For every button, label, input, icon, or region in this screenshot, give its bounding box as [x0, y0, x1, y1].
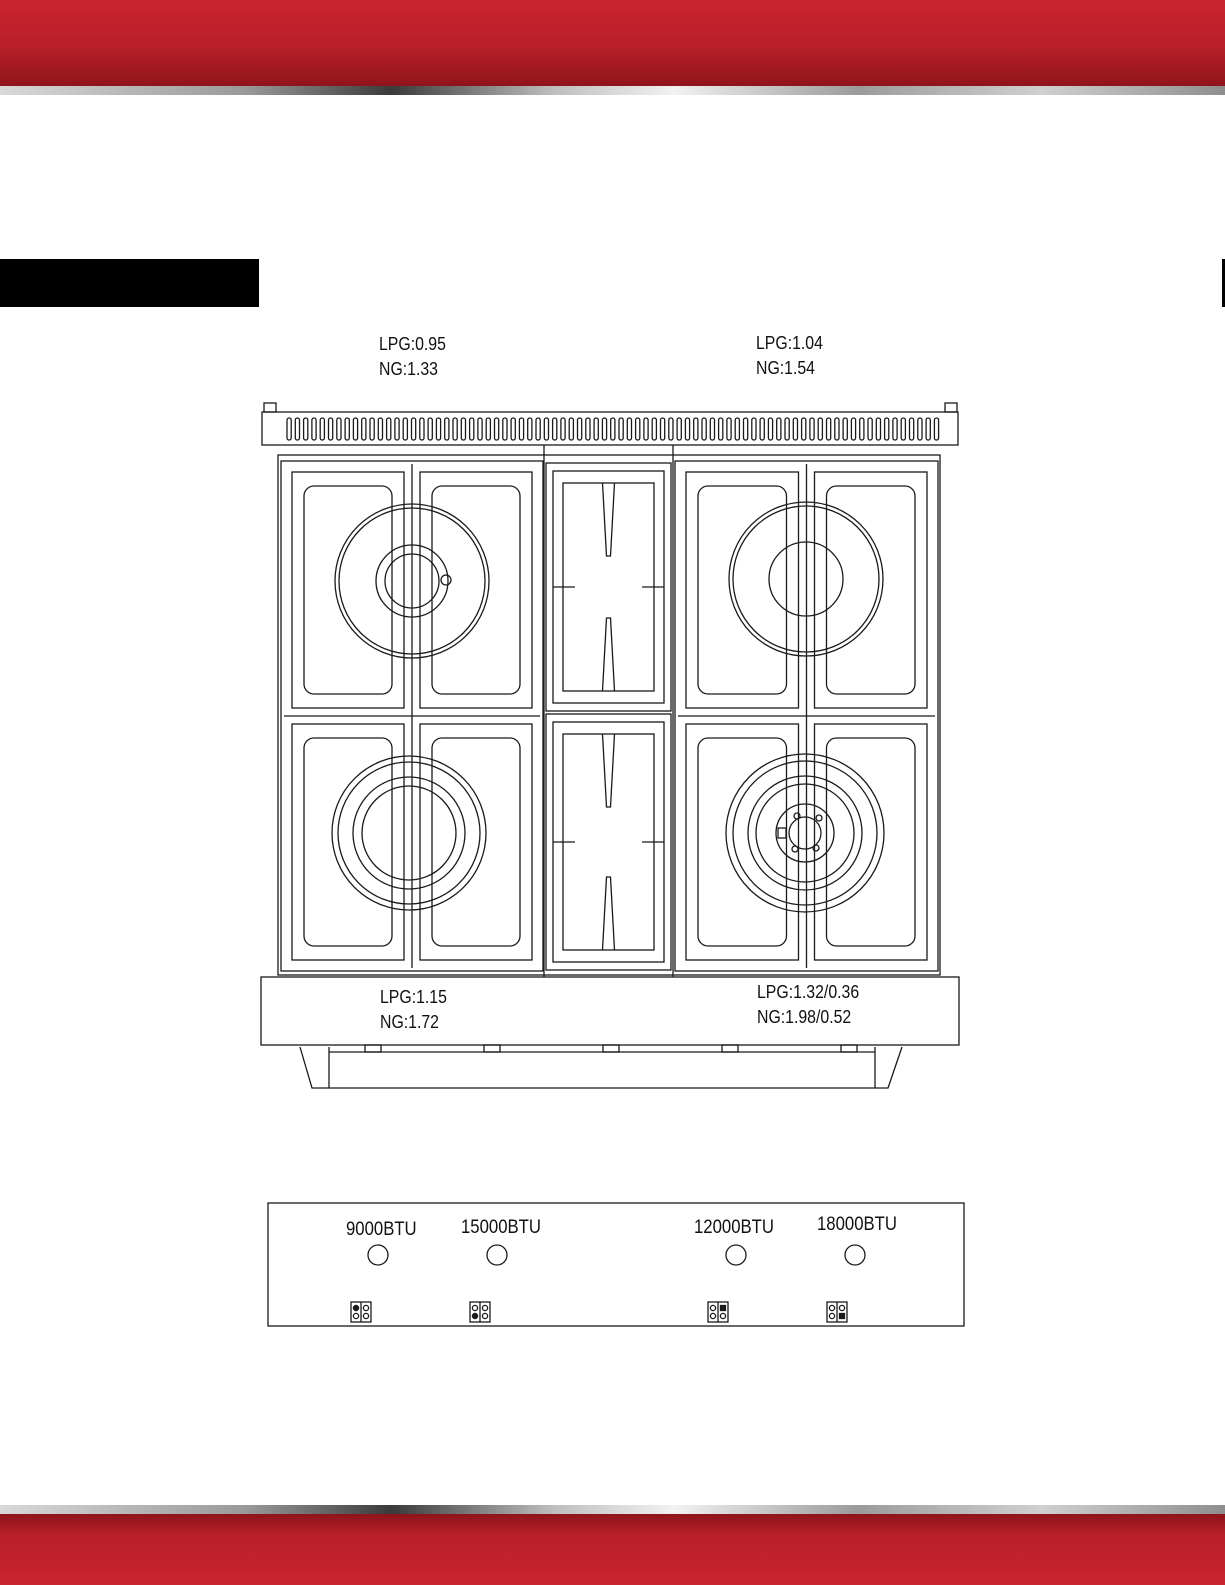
indicator-4-icon [827, 1302, 847, 1322]
footer-chrome-strip [0, 1505, 1225, 1514]
indicator-3-icon [708, 1302, 728, 1322]
knob-4-label: 18000BTU [817, 1214, 897, 1236]
knob-3-icon [726, 1245, 746, 1265]
front-right-burner [726, 754, 884, 912]
right-leg-cap [945, 403, 957, 412]
front-control-panel [261, 977, 959, 1045]
left-leg-cap [264, 403, 276, 412]
knob-3-label: 12000BTU [694, 1217, 774, 1239]
knob-1-label: 9000BTU [346, 1219, 417, 1241]
knob-2-icon [487, 1245, 507, 1265]
knob-2-label: 15000BTU [461, 1217, 541, 1239]
vent-slots [287, 418, 939, 440]
footer-band [0, 1514, 1225, 1585]
front-left-burner [332, 756, 486, 910]
knob-4-icon [845, 1245, 865, 1265]
kick-plate [300, 1047, 902, 1088]
indicator-1-icon [351, 1302, 371, 1322]
knob-1-icon [368, 1245, 388, 1265]
indicator-2-icon [470, 1302, 490, 1322]
